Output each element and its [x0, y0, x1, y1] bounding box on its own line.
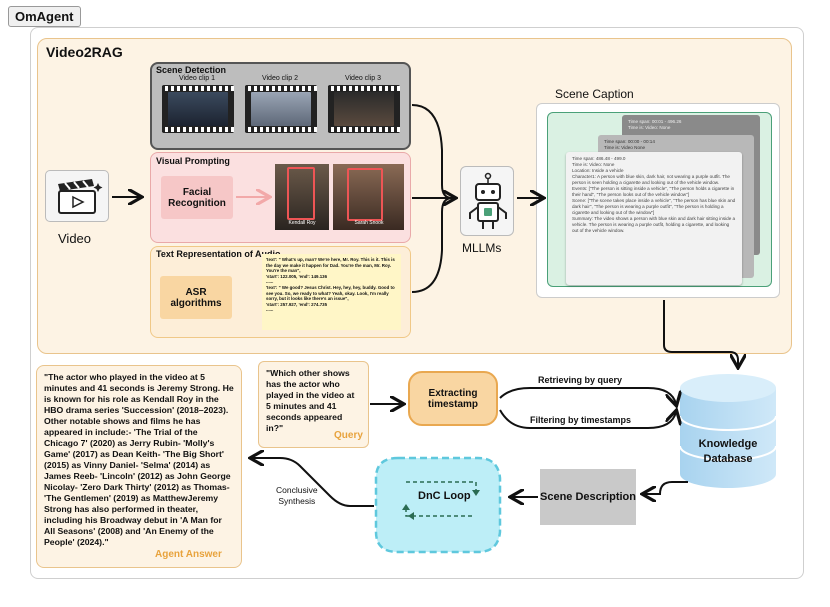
video-clip-1-thumbnail	[162, 85, 234, 133]
clapperboard-icon	[58, 179, 103, 214]
caption-line: Location: Inside a vehicle	[572, 168, 624, 173]
caption-line: Time is: Video None	[604, 145, 646, 150]
arrow-database-to-description	[644, 481, 688, 494]
agent-answer-label: Agent Answer	[155, 549, 222, 560]
conclusive-synthesis-label: Conclusive Synthesis	[276, 485, 318, 507]
caption-line: Time is: Video: None	[628, 125, 671, 130]
conclusive-line-1: Conclusive	[276, 485, 318, 495]
asr-line: 'start': 257.927, 'end': 274.735	[266, 301, 328, 307]
dnc-loop-label: DnC Loop	[418, 490, 471, 502]
caption-line: Time span: 00:01 - 496.26	[628, 119, 682, 124]
clip-label-3: Video clip 3	[344, 75, 382, 82]
caption-card-front: Time span: 486.48 - 499.0 Time is: Video…	[566, 152, 742, 285]
dnc-loop-shape	[374, 456, 502, 554]
asr-line: ......	[266, 307, 274, 313]
asr-box: ASR algorithms	[160, 276, 232, 319]
facial-recognition-box: Facial Recognition	[161, 176, 233, 219]
knowledge-database-icon	[679, 374, 777, 488]
video-icon-box	[45, 170, 109, 222]
arrow-filtering	[499, 410, 676, 429]
filtering-by-timestamps-label: Filtering by timestamps	[530, 415, 632, 425]
face-image-2: Sarah Snook	[333, 164, 404, 230]
caption-line: Time span: 486.48 - 499.0	[572, 156, 626, 161]
caption-line: Summary: The video shows a person with b…	[572, 216, 736, 233]
robot-icon	[469, 172, 507, 229]
arrow-retrieving	[499, 387, 676, 404]
face-name-1: Kendall Roy	[288, 220, 316, 226]
agent-answer-text: "The actor who played in the video at 5 …	[44, 372, 234, 547]
video-clip-3-thumbnail	[328, 85, 400, 133]
knowledge-database-label: Knowledge Database	[690, 437, 766, 467]
asr-transcript: 'text': " What's up, man? We're here, Mr…	[262, 254, 401, 330]
clip-label-2: Video clip 2	[261, 75, 299, 82]
scene-description-label: Scene Description	[540, 490, 636, 503]
scene-caption-title: Scene Caption	[555, 87, 634, 101]
text-representation-title: Text Representation of Audio	[156, 249, 281, 259]
visual-prompting-title: Visual Prompting	[156, 156, 230, 166]
omagent-tag: OmAgent	[8, 6, 81, 27]
video2rag-title: Video2RAG	[46, 44, 123, 60]
retrieving-by-query-label: Retrieving by query	[538, 375, 623, 385]
asr-line: 'text': " What's up, man? We're here, Mr…	[266, 257, 395, 274]
mllm-icon-box	[460, 166, 514, 236]
query-label: Query	[334, 430, 363, 441]
caption-line: Scene: ["The scene takes place inside a …	[572, 198, 736, 215]
conclusive-line-2: Synthesis	[278, 496, 316, 506]
video-label: Video	[58, 231, 92, 246]
caption-line: Time is: Video: None	[572, 162, 615, 167]
caption-line: Time span: 00:00 - 00:14	[604, 139, 655, 144]
face-bbox-2	[347, 168, 383, 221]
video-clip-2-thumbnail	[245, 85, 317, 133]
agent-answer-box: "The actor who played in the video at 5 …	[36, 365, 242, 568]
extracting-timestamp-box: Extracting timestamp	[408, 371, 498, 426]
query-text: "Which other shows has the actor who pla…	[266, 368, 355, 433]
arrow-scene-to-mllm	[411, 104, 453, 199]
arrow-text-to-mllm	[411, 197, 453, 293]
caption-line: Events: ["The person is sitting inside a…	[572, 186, 735, 197]
kb-line-1: Knowledge	[698, 438, 758, 450]
query-box: "Which other shows has the actor who pla…	[258, 361, 369, 448]
asr-line: ......	[266, 279, 274, 285]
mllm-label: MLLMs	[462, 241, 502, 255]
asr-line: 'text': " We good? Jesus Christ. Hey, he…	[266, 284, 395, 302]
face-name-2: Sarah Snook	[354, 220, 384, 226]
arrow-caption-to-database	[663, 300, 738, 366]
kb-line-2: Database	[703, 453, 753, 465]
clip-label-1: Video clip 1	[178, 75, 216, 82]
arrow-dnc-to-answer	[252, 458, 374, 507]
scene-detection-title: Scene Detection	[156, 65, 227, 75]
asr-line: 'start': 122.005, 'end': 149.136	[266, 273, 328, 279]
face-bbox-1	[287, 167, 315, 220]
caption-line: Character1: A person with blue skin, dar…	[572, 174, 730, 185]
face-image-1: Kendall Roy	[275, 164, 329, 230]
scene-description-box: Scene Description	[540, 469, 636, 525]
